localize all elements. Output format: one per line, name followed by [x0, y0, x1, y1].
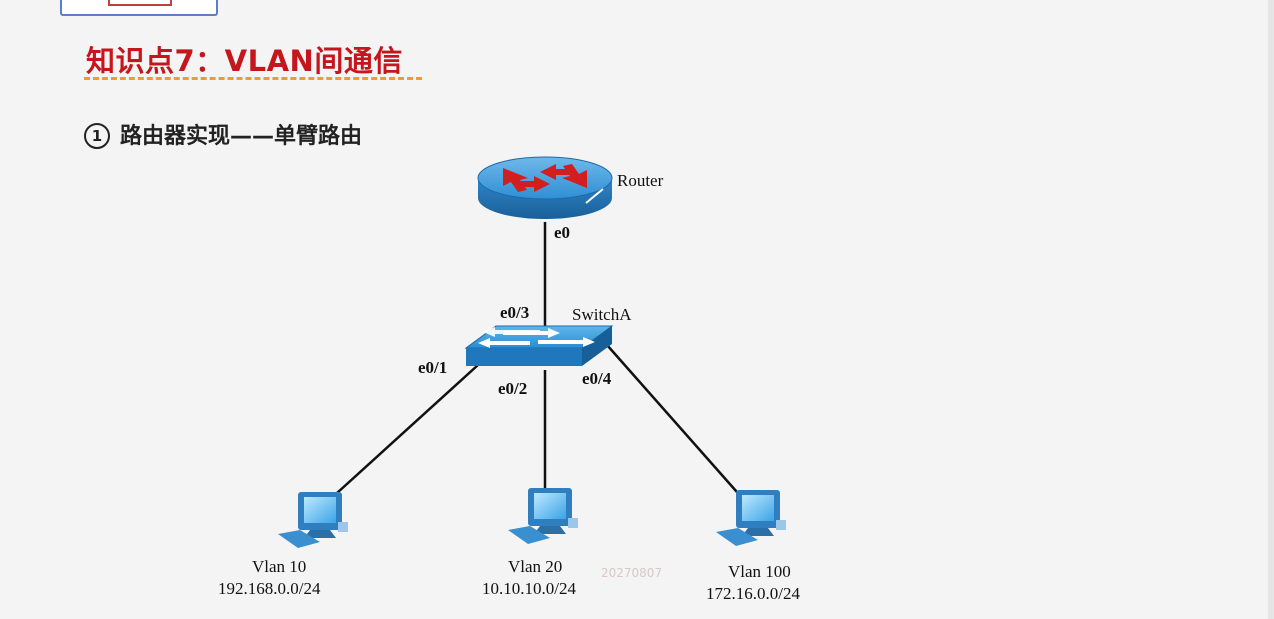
host-subnet-label: 10.10.10.0/24 [482, 579, 576, 598]
router-port-label: e0 [554, 223, 570, 242]
switch-port-uplink: e0/3 [500, 303, 529, 322]
switch-port-2: e0/2 [498, 379, 527, 398]
link-switch-vlan100 [606, 344, 745, 501]
top-image-fragment [60, 0, 218, 16]
switch-port-1: e0/1 [418, 358, 447, 377]
slide-title: 知识点7：VLAN间通信 [86, 44, 403, 78]
links [325, 222, 745, 504]
watermark: 20270807 [601, 566, 662, 580]
subtitle-number-marker: 1 [84, 123, 110, 149]
host-vlan-label: Vlan 100 [728, 562, 791, 581]
switch-port-4: e0/4 [582, 369, 612, 388]
switch-icon [464, 325, 614, 366]
switch-label: SwitchA [572, 305, 632, 324]
title-underline [84, 77, 422, 80]
pc-icon-vlan20 [508, 488, 578, 544]
host-vlan-label: Vlan 10 [252, 557, 306, 576]
subtitle-text: 路由器实现——单臂路由 [120, 124, 363, 149]
pc-icon-vlan10 [278, 492, 348, 548]
router-icon [477, 156, 613, 219]
router-label: Router [617, 171, 664, 190]
host-subnet-label: 192.168.0.0/24 [218, 579, 321, 598]
pc-icon-vlan100 [716, 490, 786, 546]
host-vlan-label: Vlan 20 [508, 557, 562, 576]
scrollbar[interactable] [1268, 0, 1274, 619]
slide-subtitle: 1 路由器实现——单臂路由 [84, 118, 362, 150]
link-switch-vlan10 [325, 364, 479, 504]
host-subnet-label: 172.16.0.0/24 [706, 584, 800, 603]
